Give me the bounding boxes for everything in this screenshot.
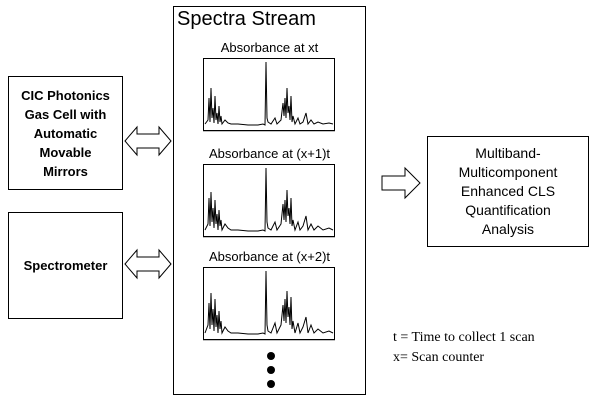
- right-arrow-icon: [381, 166, 421, 200]
- spectrum-plot-3: [203, 267, 335, 341]
- gas-cell-box: CIC Photonics Gas Cell with Automatic Mo…: [8, 76, 123, 190]
- spectrum-label-3: Absorbance at (x+2)t: [208, 249, 331, 264]
- double-arrow-icon: [124, 125, 172, 157]
- spectrum-label-2: Absorbance at (x+1)t: [208, 146, 331, 161]
- spectra-stream-title: Spectra Stream: [177, 8, 316, 30]
- legend-time: t = Time to collect 1 scan: [393, 330, 535, 345]
- continuation-dot: [267, 352, 275, 360]
- spectrometer-label: Spectrometer: [23, 258, 108, 273]
- spectrum-label-1: Absorbance at xt: [220, 40, 319, 55]
- spectrometer-box: Spectrometer: [8, 212, 123, 319]
- legend-counter: x= Scan counter: [393, 350, 485, 365]
- spectrum-plot-1: [203, 58, 335, 132]
- cls-analysis-box: Multiband- Multicomponent Enhanced CLS Q…: [427, 136, 589, 247]
- continuation-dot: [267, 366, 275, 374]
- double-arrow-icon: [124, 248, 172, 280]
- gas-cell-label: CIC Photonics Gas Cell with Automatic Mo…: [21, 87, 110, 179]
- continuation-dot: [267, 380, 275, 388]
- spectrum-plot-2: [203, 164, 335, 238]
- cls-analysis-label: Multiband- Multicomponent Enhanced CLS Q…: [458, 145, 558, 237]
